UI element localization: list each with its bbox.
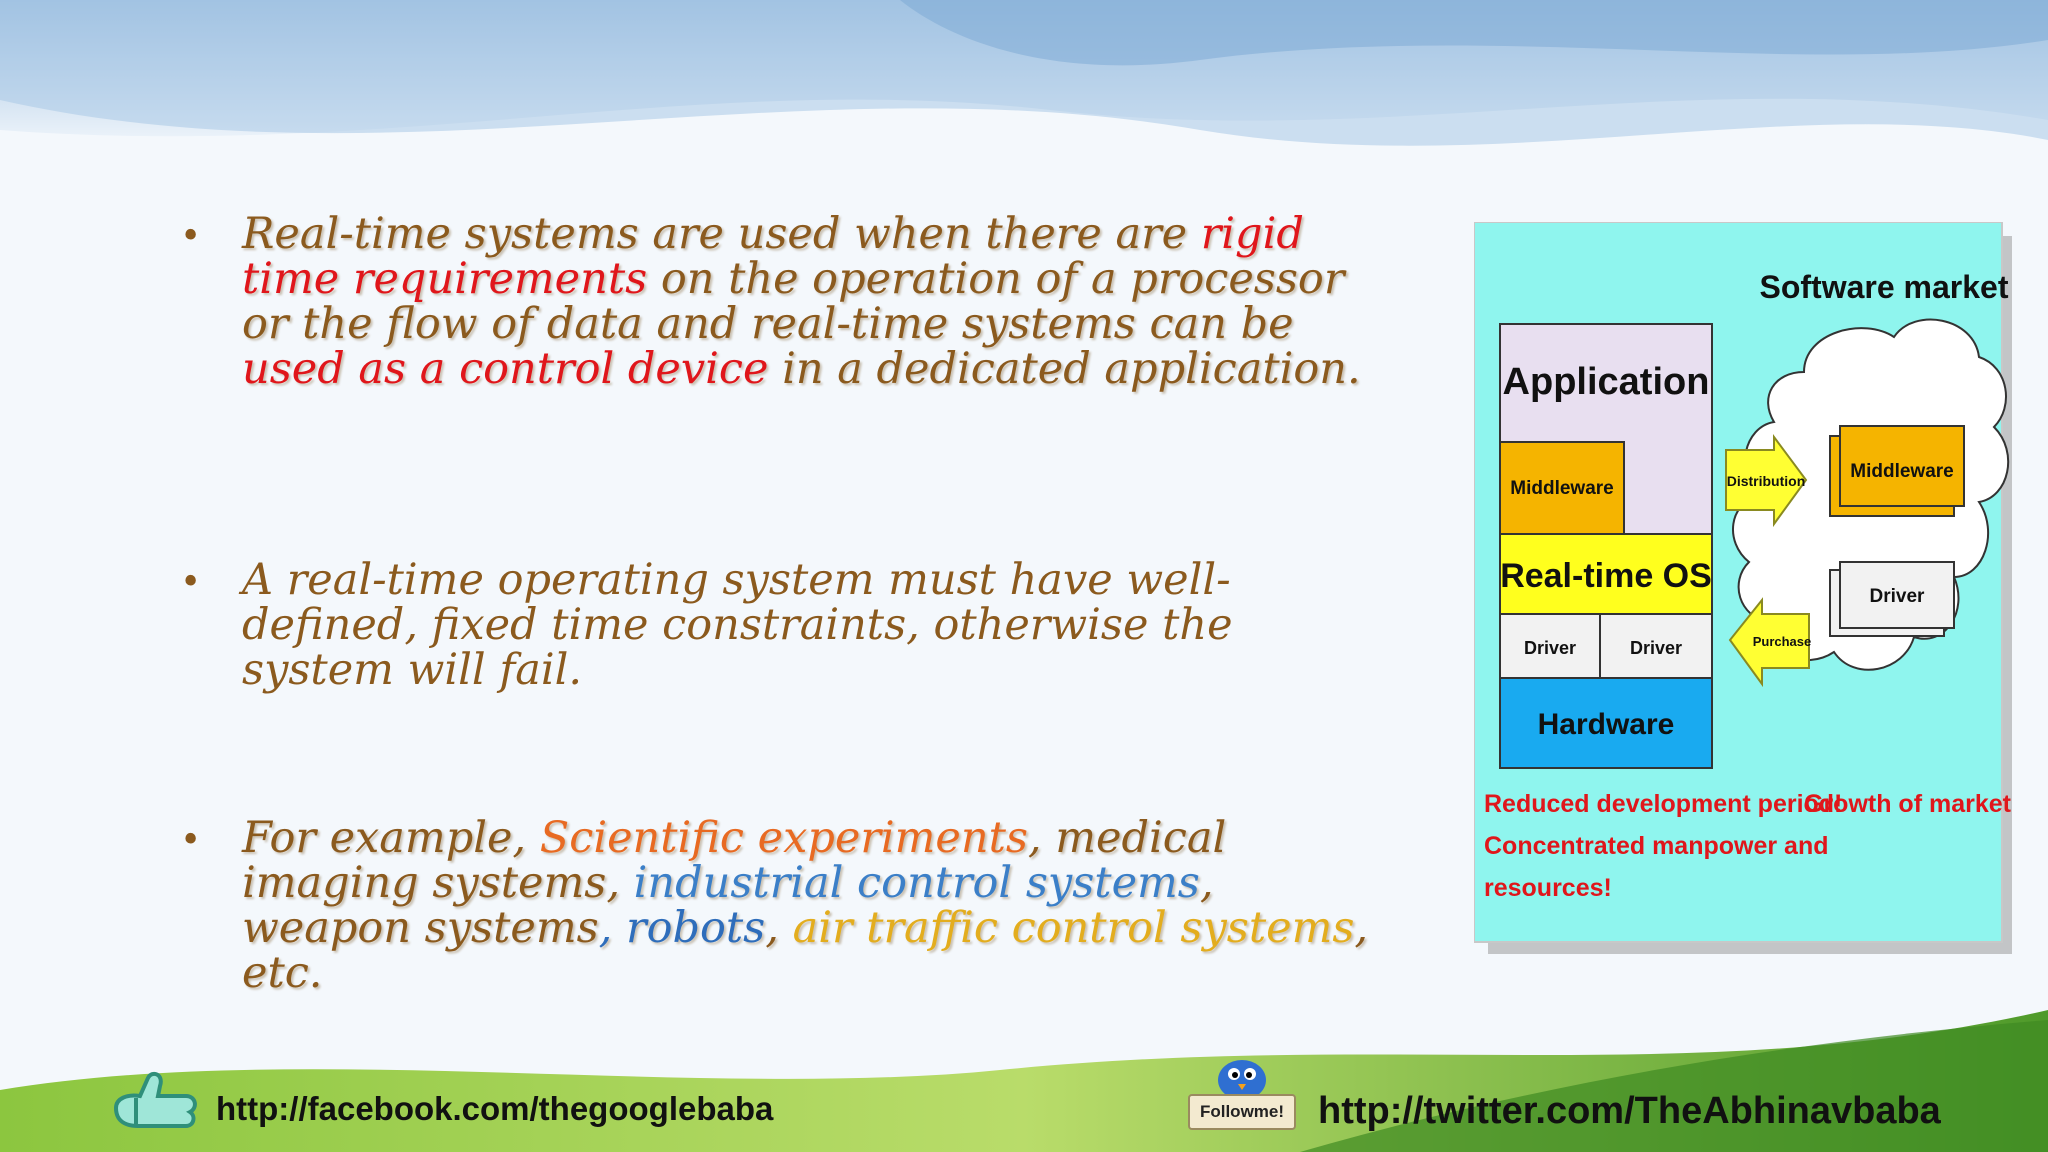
- distribution-arrow-icon: [1725, 433, 1808, 528]
- bullet-marker: •: [180, 820, 202, 861]
- facebook-link[interactable]: http://facebook.com/thegooglebaba: [216, 1090, 774, 1127]
- driver-right-label: Driver: [1870, 586, 1926, 607]
- application-label: Application: [1503, 361, 1710, 403]
- realtime-os-label: Real-time OS: [1500, 557, 1712, 595]
- twitter-link[interactable]: http://twitter.com/TheAbhinavbaba: [1318, 1090, 1941, 1132]
- caption-left-line-3: resources!: [1484, 874, 1612, 902]
- bullet-item: • Real-time systems are used when there …: [180, 212, 1380, 392]
- middleware-block-left: [1499, 441, 1625, 535]
- followme-badge[interactable]: Followme!: [1188, 1052, 1296, 1130]
- bullet-marker: •: [180, 562, 202, 603]
- purchase-arrow-icon: [1728, 597, 1810, 688]
- bullet-item: • A real-time operating system must have…: [180, 558, 1380, 693]
- thumbs-up-icon: [113, 1071, 197, 1128]
- driver-block-right: [1839, 561, 1955, 629]
- bullet-text: A real-time operating system must have w…: [242, 555, 1233, 695]
- followme-label: Followme!: [1188, 1094, 1296, 1130]
- driver-left-2-label: Driver: [1630, 638, 1682, 658]
- bullet-marker: •: [180, 216, 202, 257]
- hardware-label: Hardware: [1538, 708, 1675, 741]
- realtime-os-block: [1499, 533, 1713, 615]
- software-market-label: Software market: [1760, 269, 2009, 305]
- rtos-diagram: Software market Application Middleware R…: [1474, 222, 2012, 954]
- bullet-text: Real-time systems are used when there ar…: [242, 209, 1361, 394]
- bullet-item: • For example, Scientific experiments, m…: [180, 816, 1380, 996]
- purchase-label: Purchase: [1753, 634, 1812, 649]
- caption-left-line-1: Reduced development period!: [1484, 790, 1842, 818]
- bullet-text: For example, Scientific experiments, med…: [242, 813, 1369, 998]
- middleware-block-right: [1839, 425, 1965, 507]
- caption-right: Growth of market!: [1804, 790, 2012, 818]
- caption-left-line-2: Concentrated manpower and: [1484, 832, 1829, 860]
- hardware-block: [1499, 677, 1713, 769]
- distribution-label: Distribution: [1727, 473, 1806, 489]
- middleware-left-label: Middleware: [1510, 478, 1613, 499]
- middleware-right-label: Middleware: [1850, 461, 1953, 482]
- driver-left-1-label: Driver: [1524, 638, 1576, 658]
- bird-icon: [1218, 1060, 1266, 1100]
